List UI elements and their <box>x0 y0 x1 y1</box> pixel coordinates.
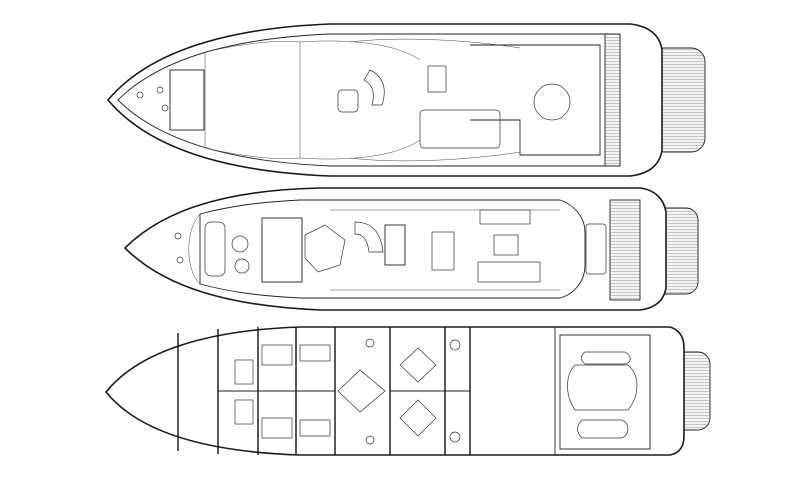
bridge-console <box>204 221 226 277</box>
vip-bed <box>399 347 437 383</box>
helm-seat <box>337 89 359 113</box>
stairway <box>304 224 346 273</box>
stair <box>363 69 385 106</box>
salon-sofa <box>477 261 541 283</box>
jetski <box>580 351 631 365</box>
lobby <box>337 369 386 413</box>
lower-deck-plan <box>104 326 711 456</box>
dining-table <box>431 231 455 271</box>
tender <box>567 364 638 411</box>
hull-outline <box>106 23 663 177</box>
cabins <box>234 338 461 445</box>
main-deck-plan <box>123 187 699 311</box>
foredeck-hatch <box>169 69 205 131</box>
galley <box>261 217 303 283</box>
tender-garage <box>559 334 651 450</box>
vip-bed <box>399 399 437 437</box>
flybridge-deck-plan <box>106 23 706 177</box>
table <box>427 65 447 93</box>
aft-sofa <box>585 223 607 275</box>
sunpad <box>419 109 501 149</box>
jetski <box>577 419 629 439</box>
jacuzzi <box>533 83 571 121</box>
